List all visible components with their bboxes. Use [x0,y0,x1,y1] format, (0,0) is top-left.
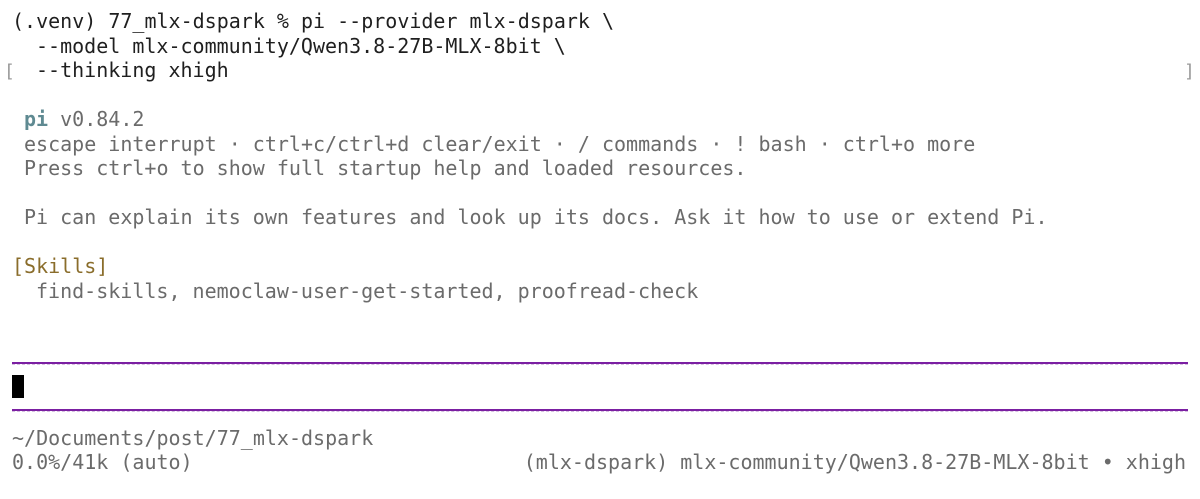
selection-bracket-left: [ [4,61,15,82]
skills-list: find-skills, nemoclaw-user-get-started, … [36,279,699,303]
text-cursor [12,375,24,398]
shell-command-line-2: --model mlx-community/Qwen3.8-27B-MLX-8b… [36,34,566,58]
app-name: pi [24,107,49,131]
skills-header: [Skills] [12,254,109,278]
input-top-divider [12,362,1188,365]
startup-help-hint: Press ctrl+o to show full startup help a… [24,156,747,180]
selection-bracket-right: ] [1184,61,1195,82]
current-directory: ~/Documents/post/77_mlx-dspark [12,426,374,450]
context-usage: 0.0%/41k (auto) [12,450,193,474]
model-status: (mlx-dspark) mlx-community/Qwen3.8-27B-M… [523,450,1186,474]
input-bottom-divider [12,409,1188,412]
shell-command-line-1: (.venv) 77_mlx-dspark % pi --provider ml… [12,9,615,33]
app-version: v0.84.2 [60,107,145,131]
shell-command-line-3: --thinking xhigh [36,58,229,82]
shortcut-hints: escape interrupt · ctrl+c/ctrl+d clear/e… [24,132,976,156]
app-header: pi v0.84.2 [24,107,144,131]
intro-text: Pi can explain its own features and look… [24,205,1048,229]
